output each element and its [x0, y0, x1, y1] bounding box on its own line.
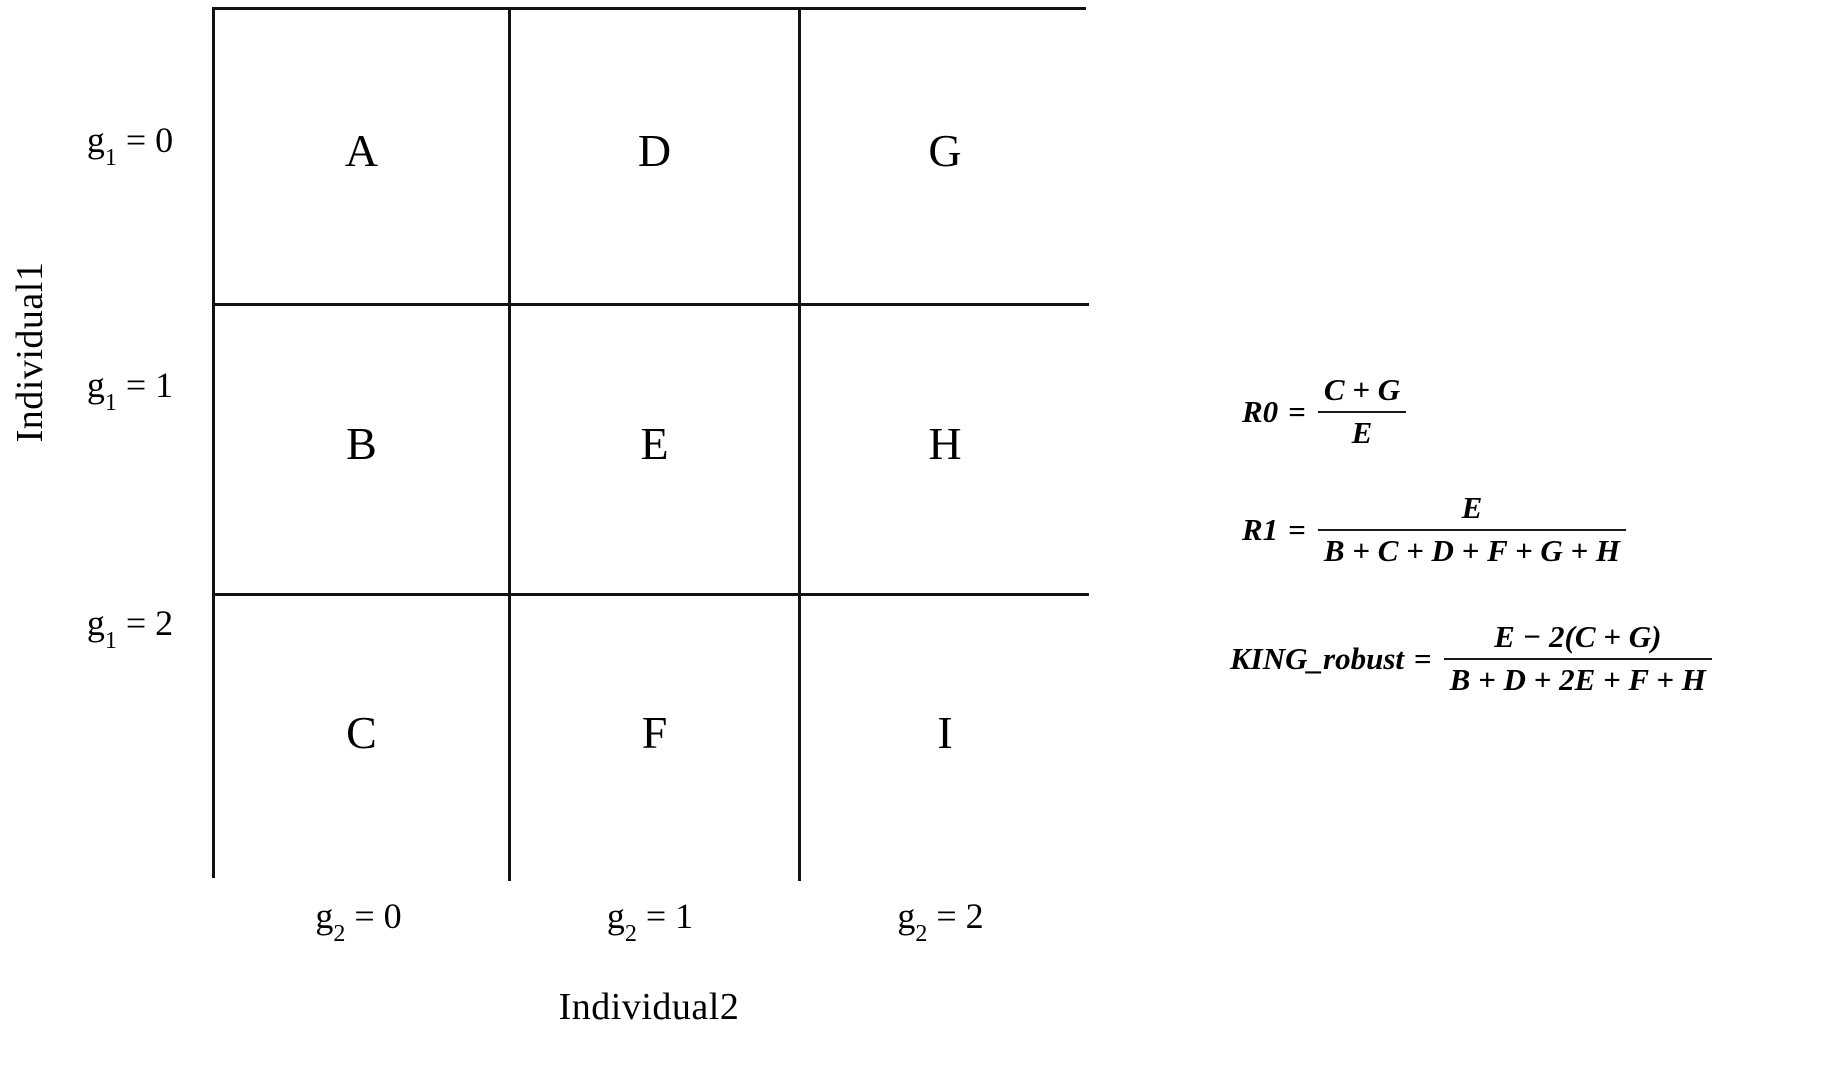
row-label-value: = 0: [116, 120, 174, 160]
cell-letter: A: [344, 124, 379, 176]
column-label-subscript: 2: [624, 921, 637, 948]
row-label-subscript: 1: [104, 628, 117, 655]
column-label-value: = 0: [345, 896, 402, 936]
formula-r0-equals: =: [1288, 393, 1306, 429]
matrix-cell-r2c1: F: [508, 593, 798, 881]
matrix-cell-r0c1: D: [508, 10, 798, 303]
row-label-group: g1 = 0 g1 = 1 g1 = 2: [55, 7, 205, 878]
matrix-cell-r2c0: C: [215, 593, 508, 881]
matrix-cell-r0c0: A: [215, 10, 508, 303]
row-label-var: g: [86, 603, 105, 643]
formula-king-robust-denominator: B + D + 2E + F + H: [1449, 661, 1706, 697]
matrix-cell-r2c2: I: [798, 593, 1089, 881]
cell-letter: H: [928, 417, 962, 469]
column-label-g2-2: g2 = 2: [795, 895, 1086, 955]
row-label-var: g: [86, 120, 105, 160]
y-axis-title: Individual1: [9, 261, 51, 443]
column-label-value: = 2: [927, 896, 984, 936]
formula-r1: R1 = E B + C + D + F + G + H: [1242, 488, 1627, 571]
column-label-g2-1: g2 = 1: [505, 895, 795, 955]
formula-r0-numerator: C + G: [1323, 372, 1401, 407]
formula-king-robust: KING_robust = E − 2(C + G) B + D + 2E + …: [1230, 617, 1712, 700]
formula-r1-fraction: E B + C + D + F + G + H: [1317, 488, 1627, 571]
formula-r0-fraction: C + G E: [1317, 370, 1407, 453]
cell-letter: G: [928, 124, 962, 176]
formula-r1-numerator: E: [1461, 490, 1483, 525]
genotype-matrix-grid: A D G B E H C F I: [212, 7, 1089, 881]
fraction-bar: [1443, 657, 1712, 660]
column-label-g2-0: g2 = 0: [212, 895, 505, 955]
column-label-subscript: 2: [915, 921, 928, 948]
cell-letter: D: [637, 124, 672, 176]
row-label-value: = 1: [116, 365, 174, 405]
cell-letter: E: [640, 417, 669, 469]
genotype-matrix-figure: Individual1 g1 = 0 g1 = 1 g1 = 2 A D G B…: [9, 7, 1089, 1028]
column-label-var: g: [606, 896, 625, 936]
formula-king-robust-fraction: E − 2(C + G) B + D + 2E + F + H: [1443, 617, 1712, 700]
cell-letter: I: [937, 706, 953, 758]
formula-r0: R0 = C + G E: [1242, 370, 1407, 453]
row-label-g1-0: g1 = 0: [55, 119, 205, 171]
formula-r1-denominator: B + C + D + F + G + H: [1323, 532, 1621, 568]
column-label-var: g: [897, 896, 916, 936]
cell-letter: B: [346, 417, 377, 469]
row-label-subscript: 1: [104, 390, 117, 417]
column-label-value: = 1: [636, 896, 694, 936]
row-label-value: = 2: [116, 603, 174, 643]
matrix-cell-r1c0: B: [215, 303, 508, 593]
row-label-subscript: 1: [104, 145, 117, 172]
row-label-var: g: [86, 365, 105, 405]
formula-panel: R0 = C + G E R1 = E B + C + D + F + G + …: [1230, 0, 1821, 1077]
row-label-g1-2: g1 = 2: [55, 602, 205, 654]
formula-king-robust-lhs: KING_robust: [1230, 640, 1404, 676]
matrix-cell-r1c2: H: [798, 303, 1089, 593]
fraction-bar: [1317, 528, 1627, 531]
row-label-g1-1: g1 = 1: [55, 364, 205, 416]
column-label-var: g: [315, 896, 334, 936]
formula-king-robust-equals: =: [1414, 640, 1432, 676]
fraction-bar: [1317, 410, 1407, 413]
column-label-subscript: 2: [333, 921, 346, 948]
formula-king-robust-numerator: E − 2(C + G): [1494, 619, 1662, 654]
formula-r0-denominator: E: [1351, 414, 1373, 450]
cell-letter: C: [346, 706, 377, 758]
formula-r1-lhs: R1: [1242, 511, 1279, 547]
x-axis-title: Individual2: [558, 986, 740, 1028]
cell-letter: F: [641, 706, 668, 758]
formula-r0-lhs: R0: [1242, 393, 1279, 429]
column-label-group: g2 = 0 g2 = 1 g2 = 2: [212, 895, 1086, 955]
matrix-cell-r0c2: G: [798, 10, 1089, 303]
formula-r1-equals: =: [1288, 511, 1306, 547]
matrix-cell-r1c1: E: [508, 303, 798, 593]
